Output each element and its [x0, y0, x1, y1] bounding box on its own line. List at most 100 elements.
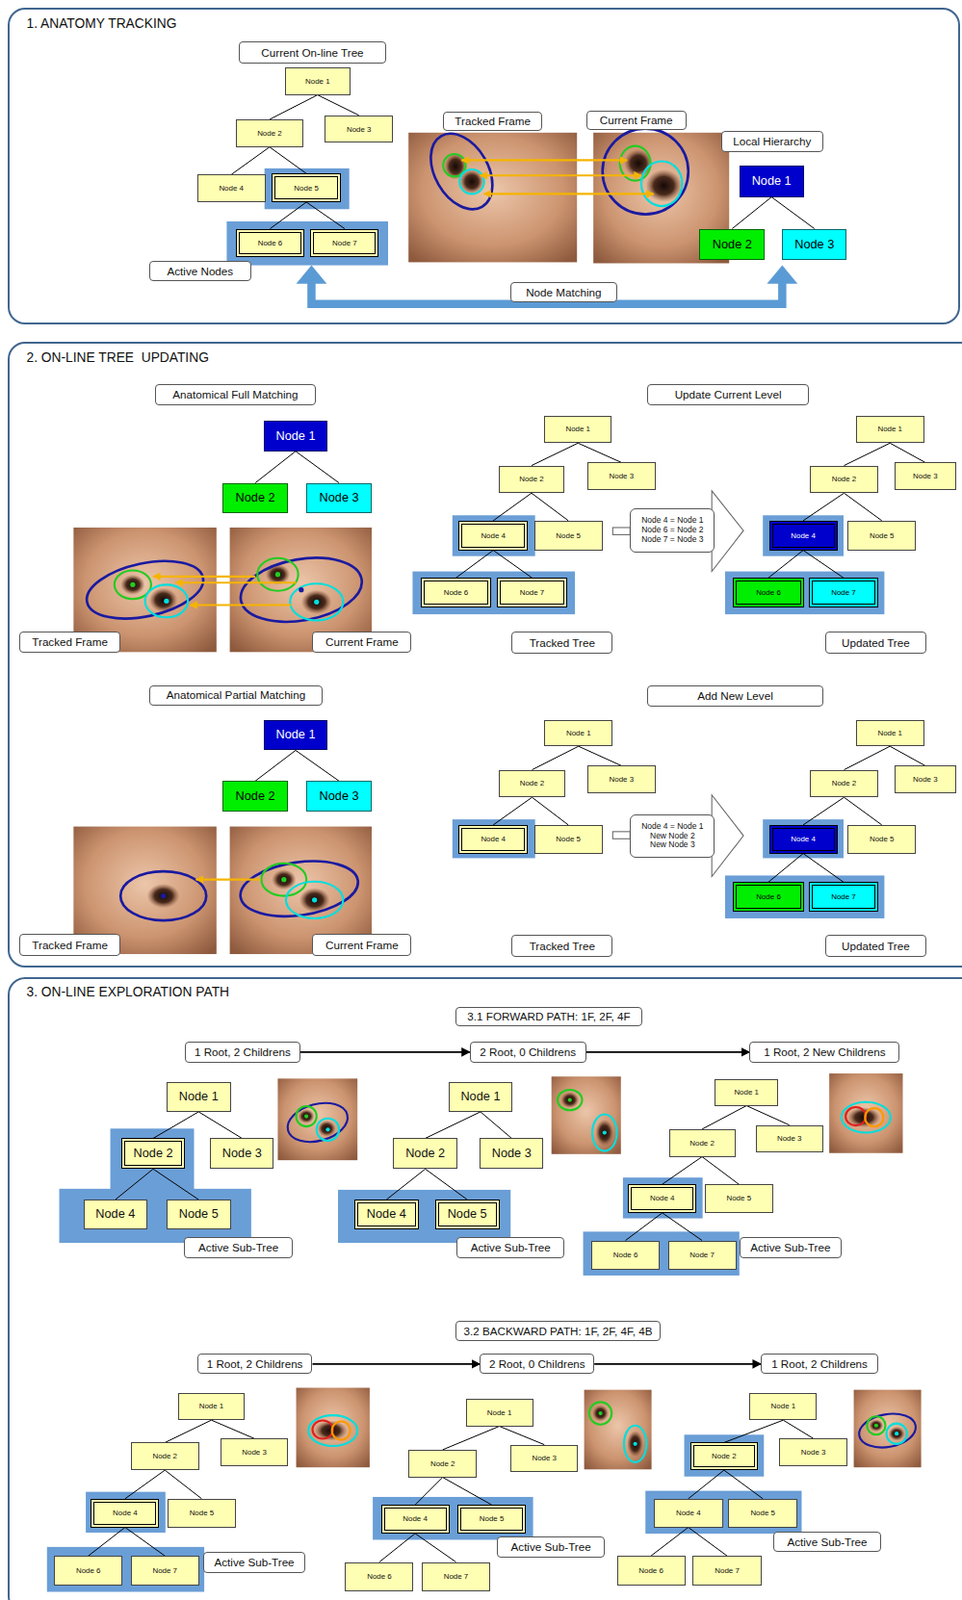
node-label: Node 7 — [152, 1566, 178, 1576]
endoscopy-frame — [298, 1109, 315, 1124]
node-label: Current On-line Tree — [260, 46, 364, 59]
tree-link — [889, 746, 926, 766]
tree-node: Node 3 — [894, 765, 957, 794]
tree-node: Node 2 — [699, 229, 765, 261]
active-band — [452, 515, 536, 556]
tree-node: Node 6 — [53, 1556, 123, 1586]
node-label: Node 3 — [346, 125, 372, 134]
tree-node: Node 1 — [285, 67, 351, 96]
node-label: Node 1 — [199, 1402, 225, 1411]
tree-link — [493, 797, 532, 826]
tree-node: Node 1 — [749, 1393, 817, 1422]
node-matching-arrow — [766, 265, 798, 285]
node-matching-arrow — [311, 282, 782, 305]
node-label: Node 3 — [241, 1448, 267, 1457]
caption-box: 1 Root, 2 New Childrens — [749, 1041, 900, 1064]
node-label: Node 6 — [613, 1250, 639, 1260]
tree-link — [164, 1420, 211, 1443]
tree-node: Node 6 — [235, 229, 305, 259]
endoscopy-frame — [277, 1078, 358, 1161]
node-label: Node 2 — [520, 779, 546, 788]
tree-node: Node 4 — [769, 825, 838, 855]
tree-node: Node 7 — [692, 1556, 762, 1586]
caption-box: Update Current Level — [647, 384, 809, 406]
panel: 2. ON-LINE TREE UPDATINGAnatomical Full … — [7, 341, 962, 968]
caption-box: Updated Tree — [825, 935, 927, 957]
tree-link — [153, 1112, 199, 1140]
tree-node: Node 5 — [728, 1499, 798, 1529]
endoscopy-frame — [641, 160, 682, 207]
endoscopy-frame — [598, 1411, 602, 1416]
tree-node: Node 5 — [847, 520, 916, 551]
tree-link — [688, 1470, 725, 1500]
endoscopy-frame — [296, 1106, 317, 1127]
update-arrow — [612, 491, 744, 878]
node-label: Active Sub-Tree — [786, 1535, 867, 1549]
tree-node: Node 2 — [408, 1450, 477, 1479]
tree-node: Node 2 — [690, 1442, 758, 1471]
tree-link — [531, 797, 569, 826]
tree-node: Node 1 — [178, 1393, 246, 1422]
node-label: Local Hierarchy — [732, 134, 811, 148]
tree-node: Node 4 — [83, 1199, 148, 1230]
node-label: Node 5 — [750, 1508, 776, 1518]
matching-arrow — [153, 575, 256, 578]
active-band — [372, 1497, 534, 1541]
endoscopy-frame — [289, 583, 343, 621]
callout-line: Node 4 = Node 1 — [641, 822, 703, 832]
tree-link — [480, 1112, 512, 1140]
tree-link — [782, 1420, 813, 1439]
tree-node: Node 3 — [510, 1445, 578, 1474]
tree-node: Node 2 — [222, 780, 288, 812]
endoscopy-frame — [281, 877, 286, 883]
endoscopy-frame — [417, 123, 505, 221]
node-label: Node 2 — [152, 1452, 178, 1461]
update-arrow — [711, 795, 744, 878]
tree-link — [771, 197, 815, 230]
active-band — [338, 1190, 511, 1244]
endoscopy-frame — [298, 587, 304, 593]
tree-node: Node 3 — [306, 483, 372, 515]
endoscopy-frame — [73, 123, 921, 1471]
panel-heading: 1. ANATOMY TRACKING — [26, 16, 177, 32]
node-label: 2 Root, 0 Childrens — [489, 1357, 586, 1371]
endoscopy-frame — [301, 590, 333, 615]
tree-node: Node 2 — [669, 1129, 736, 1158]
node-label: Add New Level — [697, 689, 773, 702]
endoscopy-frame — [408, 132, 577, 263]
tree-link — [803, 493, 844, 521]
tree-node: Node 5 — [534, 520, 603, 551]
tree-link — [688, 1528, 728, 1558]
tree-link — [702, 1157, 739, 1186]
tree-link — [88, 1528, 126, 1558]
node-label: Node 4 — [402, 1514, 428, 1524]
tree-node: Node 6 — [344, 1562, 414, 1593]
endoscopy-frame — [296, 1388, 370, 1469]
node-label: Node 4 — [790, 531, 816, 541]
endoscopy-frame — [866, 1416, 885, 1435]
tree-node: Node 2 — [809, 770, 879, 799]
endoscopy-frame — [316, 1118, 339, 1142]
node-label: Node 3 — [777, 1134, 803, 1144]
active-band — [452, 819, 536, 858]
active-band — [47, 1547, 205, 1593]
node-label: 1 Root, 2 Childrens — [207, 1357, 304, 1371]
node-label: Node 6 — [366, 1572, 392, 1582]
node-label: Node 1 — [877, 424, 903, 434]
tree-node: Node 5 — [166, 1199, 232, 1230]
tree-link — [295, 750, 339, 781]
tree-link — [531, 442, 578, 466]
tree-node: Node 3 — [779, 1438, 848, 1467]
endoscopy-frame — [856, 1409, 918, 1453]
tree-node: Node 7 — [808, 882, 879, 912]
tree-node: Node 2 — [498, 466, 566, 494]
tree-link — [803, 797, 844, 826]
tree-link — [115, 1169, 154, 1200]
node-label: Node 3 — [492, 1146, 532, 1162]
endoscopy-frame — [864, 1108, 884, 1127]
node-label: Node 3 — [222, 1146, 262, 1162]
active-band — [645, 1491, 802, 1535]
node-label: 1 Root, 2 Childrens — [771, 1357, 868, 1371]
tree-link — [731, 197, 772, 230]
